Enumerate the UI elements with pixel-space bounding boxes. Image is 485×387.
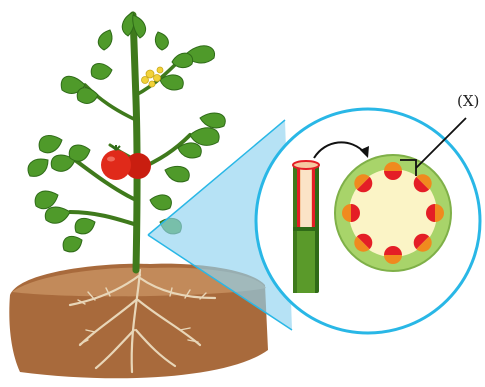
label-x: (X) xyxy=(457,94,479,109)
tomato-fruits xyxy=(101,145,151,180)
vascular-bundle xyxy=(342,204,360,222)
vascular-bundle xyxy=(384,246,402,264)
plant-flowers xyxy=(142,67,164,87)
stem-cross-section xyxy=(335,155,451,271)
vascular-bundle xyxy=(384,162,402,180)
vascular-bundle xyxy=(426,204,444,222)
stem-segment xyxy=(293,161,319,293)
